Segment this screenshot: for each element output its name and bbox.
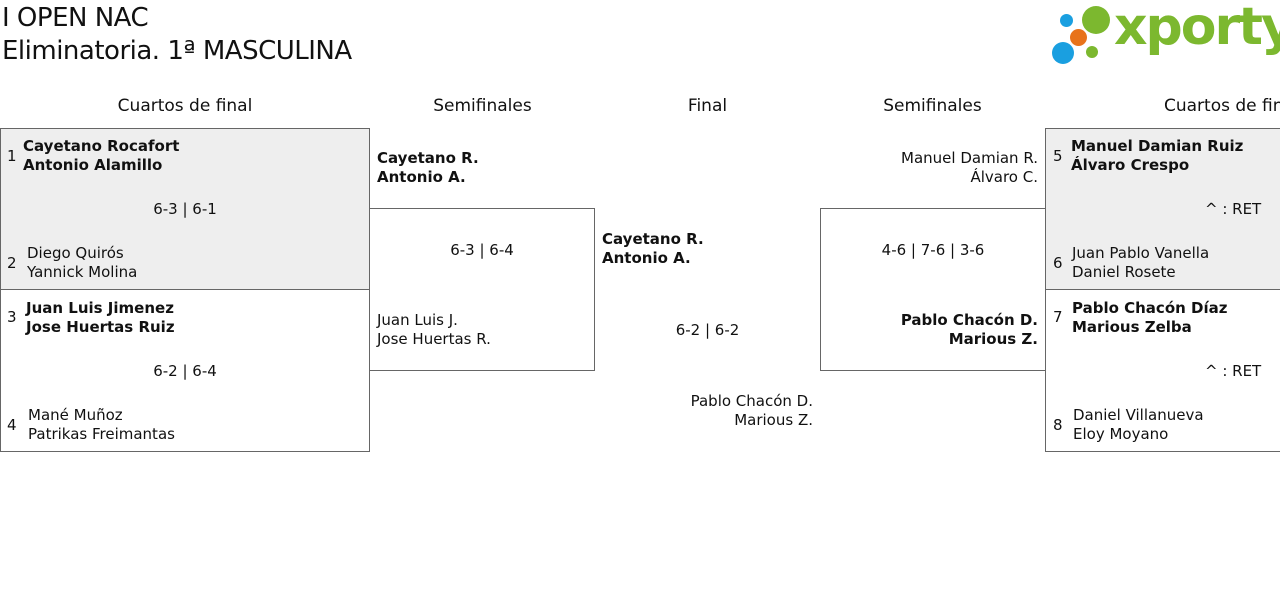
round-header-left-semis: Semifinales [433,96,532,116]
logo-dot-icon [1070,29,1087,46]
match-score: 6-2 | 6-2 [675,321,740,339]
round-header-final: Final [687,96,728,116]
seed-number: 5 [1053,147,1063,165]
player-name: Eloy Moyano [1073,425,1169,443]
logo-dot-icon [1052,42,1074,64]
match-score: ^ : RET [1205,362,1262,380]
match-semifinal-right[interactable]: 4-6 | 7-6 | 3-6 Pablo Chacón D. Marious … [820,208,1046,371]
draw-subtitle: Eliminatoria. 1ª MASCULINA [2,36,352,66]
seed-number: 4 [7,416,17,434]
player-name: Patrikas Freimantas [28,425,175,443]
match-quarterfinal-1[interactable]: 1 Cayetano Rocafort Antonio Alamillo 6-3… [0,128,370,290]
match-quarterfinal-3[interactable]: 5 Manuel Damian Ruiz Álvaro Crespo ^ : R… [1045,128,1280,290]
player-name: Cayetano R. [377,149,479,167]
player-name: Juan Pablo Vanella [1072,244,1210,262]
player-name: Antonio A. [602,249,691,267]
player-name: Daniel Rosete [1072,263,1176,281]
logo-wordmark: xporty [1114,0,1280,57]
player-name: Pablo Chacón D. [900,311,1038,329]
match-score: 6-2 | 6-4 [153,362,217,380]
player-name: Pablo Chacón D. [690,392,813,410]
player-name: Pablo Chacón Díaz [1072,299,1228,317]
logo-dot-icon [1082,6,1110,34]
player-name: Daniel Villanueva [1073,406,1204,424]
player-name: Marious Z. [734,411,813,429]
player-name: Juan Luis J. [377,311,458,329]
player-name: Álvaro Crespo [1071,156,1190,174]
match-score: 6-3 | 6-1 [153,200,217,218]
player-name: Álvaro C. [970,168,1038,186]
match-score: 6-3 | 6-4 [450,241,514,259]
match-score: 4-6 | 7-6 | 3-6 [881,241,985,259]
match-score: ^ : RET [1205,200,1262,218]
xporty-logo[interactable]: xporty [1052,0,1280,66]
round-header-right-semis: Semifinales [883,96,982,116]
player-name: Mané Muñoz [28,406,123,424]
player-name: Jose Huertas Ruiz [26,318,175,336]
logo-dot-icon [1060,14,1073,27]
player-name: Juan Luis Jimenez [26,299,174,317]
player-name: Jose Huertas R. [377,330,491,348]
tournament-title: I OPEN NAC [2,3,149,33]
player-name: Marious Z. [948,330,1038,348]
player-name: Cayetano Rocafort [23,137,180,155]
match-semifinal-left[interactable]: 6-3 | 6-4 Juan Luis J. Jose Huertas R. [369,208,595,371]
player-name: Manuel Damian R. [901,149,1038,167]
player-name: Yannick Molina [27,263,138,281]
seed-number: 7 [1053,308,1063,326]
seed-number: 2 [7,254,17,272]
match-quarterfinal-4[interactable]: 7 Pablo Chacón Díaz Marious Zelba ^ : RE… [1045,289,1280,452]
round-header-right-quarters: Cuartos de final [1164,96,1280,116]
logo-dot-icon [1086,46,1098,58]
player-name: Diego Quirós [27,244,124,262]
seed-number: 8 [1053,416,1063,434]
player-name: Antonio A. [377,168,466,186]
player-name: Manuel Damian Ruiz [1071,137,1244,155]
seed-number: 3 [7,308,17,326]
round-header-left-quarters: Cuartos de final [117,96,253,116]
player-name: Marious Zelba [1072,318,1192,336]
seed-number: 6 [1053,254,1063,272]
seed-number: 1 [7,147,17,165]
player-name: Cayetano R. [602,230,704,248]
match-quarterfinal-2[interactable]: 3 Juan Luis Jimenez Jose Huertas Ruiz 6-… [0,289,370,452]
player-name: Antonio Alamillo [23,156,163,174]
match-final[interactable]: Cayetano R. Antonio A. 6-2 | 6-2 Pablo C… [595,208,820,438]
